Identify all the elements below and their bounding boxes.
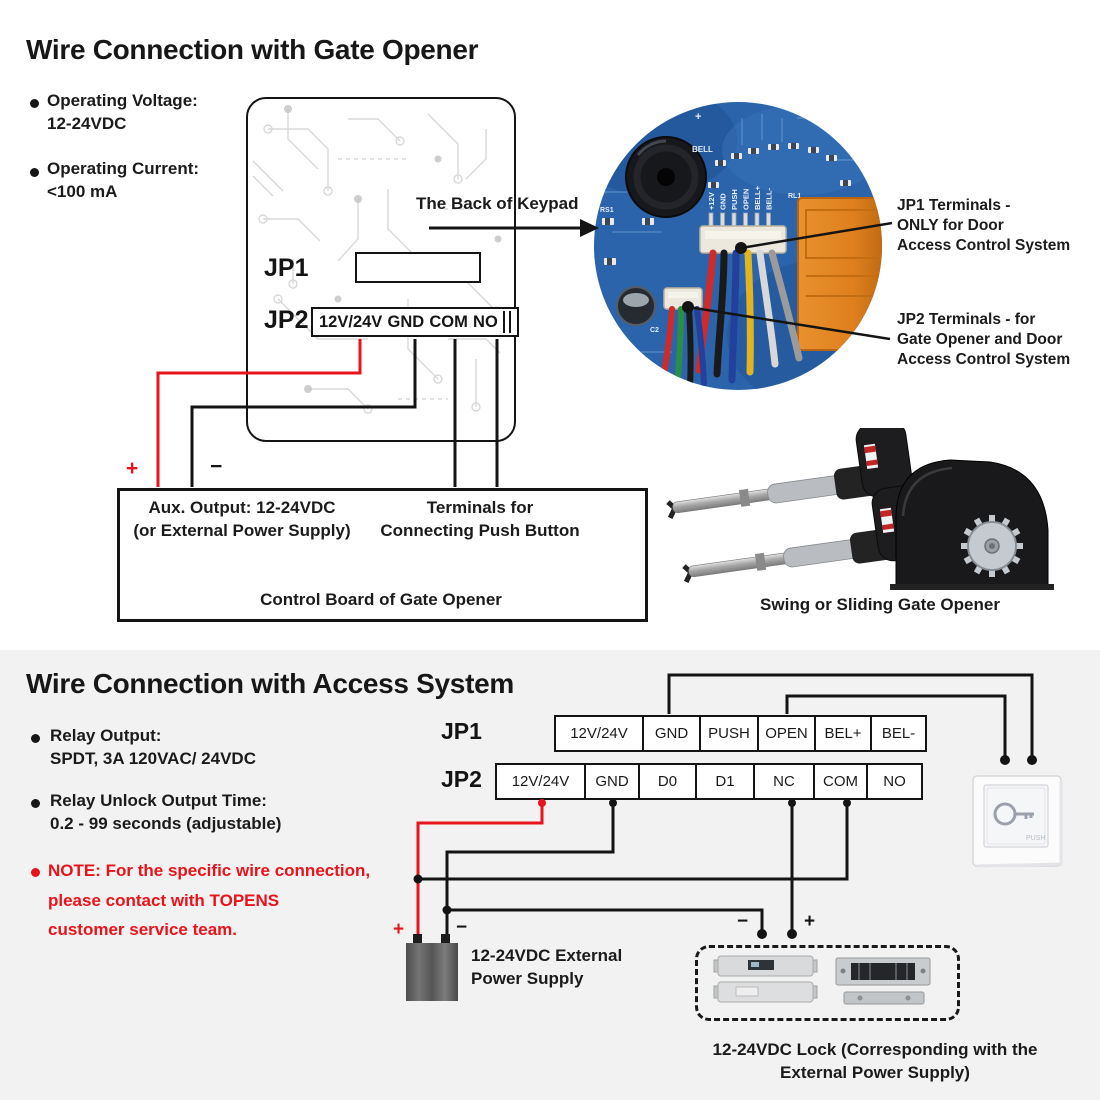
sliding-gate-opener — [890, 459, 1054, 590]
relay-output-bullet: Relay Output: SPDT, 3A 120VAC/ 24VDC — [50, 726, 256, 768]
lock-caption: 12-24VDC Lock (Corresponding with the Ex… — [712, 1040, 1038, 1082]
pcb-photo: BELL RL1 RS1 C2 + +12V GND PUSH OPEN BEL… — [594, 102, 882, 390]
gate-opener-images — [660, 428, 1054, 593]
psu-minus-sign: − — [456, 917, 468, 938]
silkscreen-c2: C2 — [650, 327, 659, 334]
jp2-annotation: JP2 Terminals - for Gate Opener and Door… — [897, 311, 1071, 368]
svg-text:BELL-: BELL- — [765, 187, 774, 210]
lock-minus-sign: − — [737, 911, 749, 932]
bullet-dot — [30, 99, 39, 108]
relay-unlock-bullet: Relay Unlock Output Time: 0.2 - 99 secon… — [50, 791, 282, 833]
jp2-terminal-strip: 12V/24V GND COM NO — [311, 307, 519, 337]
jp2-cell-d0: D0 — [638, 765, 695, 798]
section2-title: Wire Connection with Access System — [26, 668, 514, 699]
pcb-pin-labels: +12V GND PUSH OPEN BELL+ BELL- — [707, 185, 774, 210]
jp1-cell-12v24v: 12V/24V — [570, 725, 628, 742]
svg-text:PUSH: PUSH — [730, 189, 739, 210]
jp1-cell-belplus: BEL+ — [814, 717, 870, 750]
jp1-row-label: JP1 — [441, 718, 482, 744]
control-board-caption: Control Board of Gate Opener — [260, 590, 502, 609]
jp2-terminal-com: COM — [429, 312, 468, 331]
bullet-dot — [30, 168, 39, 177]
terminal-strip-end-mark — [502, 311, 511, 333]
lock-group-box — [695, 945, 960, 1021]
push-button-label: PUSH — [1026, 835, 1045, 842]
control-board-box — [117, 488, 648, 622]
electric-bolt-lock — [713, 955, 818, 1003]
jp2-cell-12v24v: 12V/24V — [511, 773, 570, 790]
svg-text:+: + — [695, 111, 701, 123]
jp2-connector — [663, 287, 703, 310]
jp2-cell-d1: D1 — [695, 765, 753, 798]
note-text: NOTE: For the specific wire connection, … — [48, 861, 371, 939]
relay — [797, 197, 882, 351]
silkscreen-rs1: RS1 — [600, 207, 614, 214]
psu-plus-sign: + — [393, 919, 405, 940]
jp2-cell-gnd: GND — [584, 765, 638, 798]
operating-current-bullet: Operating Current: <100 mA — [47, 159, 200, 201]
swing-gate-opener-arms — [661, 428, 930, 590]
jp1-cell-belminus: BEL- — [870, 717, 925, 750]
jp2-terminal-no: NO — [473, 312, 498, 331]
aux-output-label: Aux. Output: 12-24VDC (or External Power… — [133, 498, 351, 540]
capacitor — [616, 286, 656, 326]
jp1-label: JP1 — [264, 254, 309, 282]
lock-plus-sign: + — [804, 911, 816, 932]
jp2-terminal-12v24v: 12V/24V — [319, 312, 383, 331]
psu-label: 12-24VDC External Power Supply — [471, 946, 623, 988]
silkscreen-bell: BELL — [692, 145, 713, 154]
jp2-label: JP2 — [264, 306, 309, 334]
jp1-connector-box — [355, 252, 481, 283]
gate-opener-caption: Swing or Sliding Gate Opener — [760, 595, 1000, 614]
aux-minus-sign: − — [210, 455, 223, 478]
bullet-dot — [31, 799, 40, 808]
silkscreen-rl1: RL1 — [788, 193, 801, 200]
back-of-keypad-label: The Back of Keypad — [416, 194, 579, 213]
push-button: PUSH — [972, 775, 1063, 868]
jp2-cell-com: COM — [813, 765, 866, 798]
jp2-row-label: JP2 — [441, 766, 482, 792]
external-power-supply — [406, 934, 458, 1001]
gear-icon — [961, 515, 1023, 577]
aux-plus-sign: + — [126, 457, 139, 480]
svg-text:BELL+: BELL+ — [753, 185, 762, 210]
operating-voltage-bullet: Operating Voltage: 12-24VDC — [47, 91, 198, 133]
jp2-terminal-row: 12V/24V GND D0 D1 NC COM NO — [495, 763, 923, 800]
jp1-cell-gnd: GND — [642, 717, 699, 750]
note-bullet-dot — [31, 868, 40, 877]
lock-images — [713, 955, 931, 1005]
key-icon — [993, 802, 1034, 826]
svg-text:OPEN: OPEN — [742, 189, 751, 210]
jp2-terminal-gnd: GND — [387, 312, 425, 331]
jp2-cell-no: NO — [866, 765, 921, 798]
jp1-cell-open: OPEN — [757, 717, 814, 750]
jp1-terminal-row: 12V/24V GND PUSH OPEN BEL+ BEL- — [554, 715, 927, 752]
jp1-annotation: JP1 Terminals - ONLY for Door Access Con… — [897, 197, 1071, 254]
magnetic-lock — [835, 957, 931, 1005]
svg-text:+12V: +12V — [707, 192, 716, 210]
svg-text:GND: GND — [719, 193, 728, 210]
section1-title: Wire Connection with Gate Opener — [26, 34, 479, 65]
bullet-dot — [31, 734, 40, 743]
push-button-terminals-label: Terminals for Connecting Push Button — [380, 498, 580, 540]
jp2-cell-nc: NC — [753, 765, 813, 798]
jp1-cell-push: PUSH — [699, 717, 757, 750]
screw — [607, 131, 631, 155]
